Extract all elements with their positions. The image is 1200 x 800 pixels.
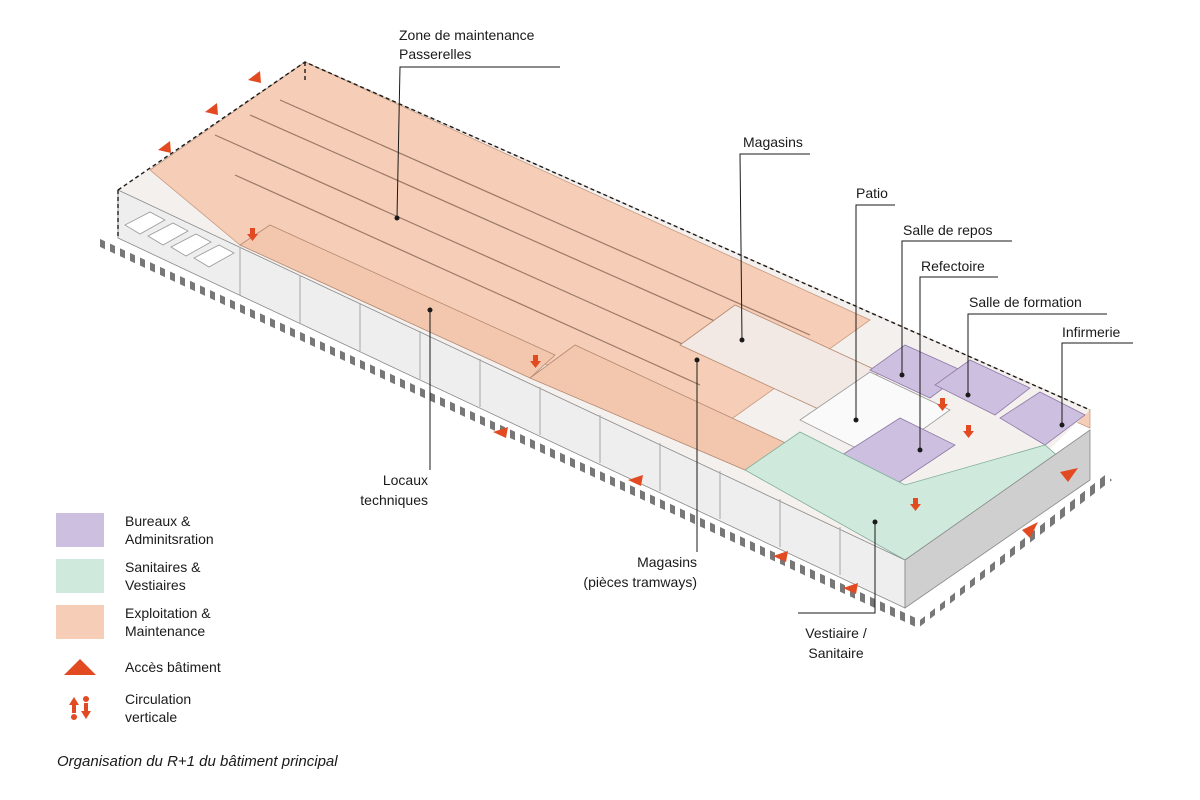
legend: Bureaux & Adminitsration Sanitaires & Ve… [56,512,316,736]
legend-text-access: Accès bâtiment [125,658,221,676]
up-down-arrows-icon [69,696,91,720]
circulation-arrow-icon [247,228,258,241]
technical-rooms [239,224,556,379]
legend-label: Vestiaires [125,577,186,593]
label-maintenance-line1: Zone de maintenance [399,27,535,43]
label-refectoire: Refectoire [921,258,985,274]
circulation-markers [247,228,974,511]
label-salle-formation: Salle de formation [969,294,1082,310]
triangle-icon [628,475,643,486]
label-magasins-bottom-line2: (pièces tramways) [583,574,697,590]
zone-labels: Zone de maintenance Passerelles Magasins… [360,27,1120,661]
access-markers [158,71,1078,594]
legend-label: Bureaux & [125,513,191,529]
legend-label: Sanitaires & [125,559,201,575]
legend-text-exploitation: Exploitation & Maintenance [125,604,211,640]
catwalks [214,99,811,386]
label-locaux-line2: techniques [360,492,428,508]
legend-item-circulation: Circulation verticale [56,690,316,726]
circulation-arrow-icon [910,498,921,511]
label-infirmerie: Infirmerie [1062,324,1121,340]
legend-label: Maintenance [125,623,206,639]
legend-label: Exploitation & [125,605,211,621]
front-wall-right [904,429,1091,609]
figure-caption: Organisation du R+1 du bâtiment principa… [57,753,338,770]
legend-swatch-exploitation [56,605,104,639]
admin-infirmary [999,391,1086,446]
parked-trucks [124,211,235,268]
triangle-icon [773,551,788,562]
legend-icon-circulation [56,691,104,725]
legend-swatch-sanitary [56,559,104,593]
triangle-icon [158,141,171,153]
label-vestiaire-line2: Sanitaire [808,645,863,661]
legend-text-circulation: Circulation verticale [125,690,191,726]
triangle-icon [1060,468,1078,482]
leader-lines [394,66,1133,614]
legend-item-access: Accès bâtiment [56,650,316,684]
circulation-arrow-icon [530,355,541,368]
label-patio: Patio [856,185,888,201]
label-magasins-top: Magasins [743,134,803,150]
triangle-icon [64,659,96,675]
legend-text-sanitary: Sanitaires & Vestiaires [125,558,200,594]
legend-item-sanitary: Sanitaires & Vestiaires [56,558,316,594]
triangle-icon [843,583,858,594]
wall-pilasters [239,247,841,575]
legend-text-admin: Bureaux & Adminitsration [125,512,214,548]
triangle-icon [248,71,261,83]
legend-label: Accès bâtiment [125,659,221,675]
legend-item-exploitation: Exploitation & Maintenance [56,604,316,640]
label-locaux-line1: Locaux [383,472,428,488]
admin-training-room [934,359,1031,416]
legend-swatch-admin [56,513,104,547]
triangle-icon [493,427,508,438]
legend-label: verticale [125,709,178,725]
triangle-icon [205,103,218,115]
legend-label: Circulation [125,691,192,707]
label-salle-repos: Salle de repos [903,222,993,238]
legend-label: Adminitsration [125,531,214,547]
circulation-arrow-icon [963,425,974,438]
circulation-arrow-icon [937,398,948,411]
legend-icon-access [56,650,104,684]
building-outline [117,61,1091,411]
patio [799,371,951,461]
legend-item-admin: Bureaux & Adminitsration [56,512,316,548]
triangle-icon [1022,522,1038,538]
label-magasins-bottom-line1: Magasins [637,554,697,570]
label-vestiaire-line1: Vestiaire / [805,625,867,641]
label-maintenance-line2: Passerelles [399,46,471,62]
